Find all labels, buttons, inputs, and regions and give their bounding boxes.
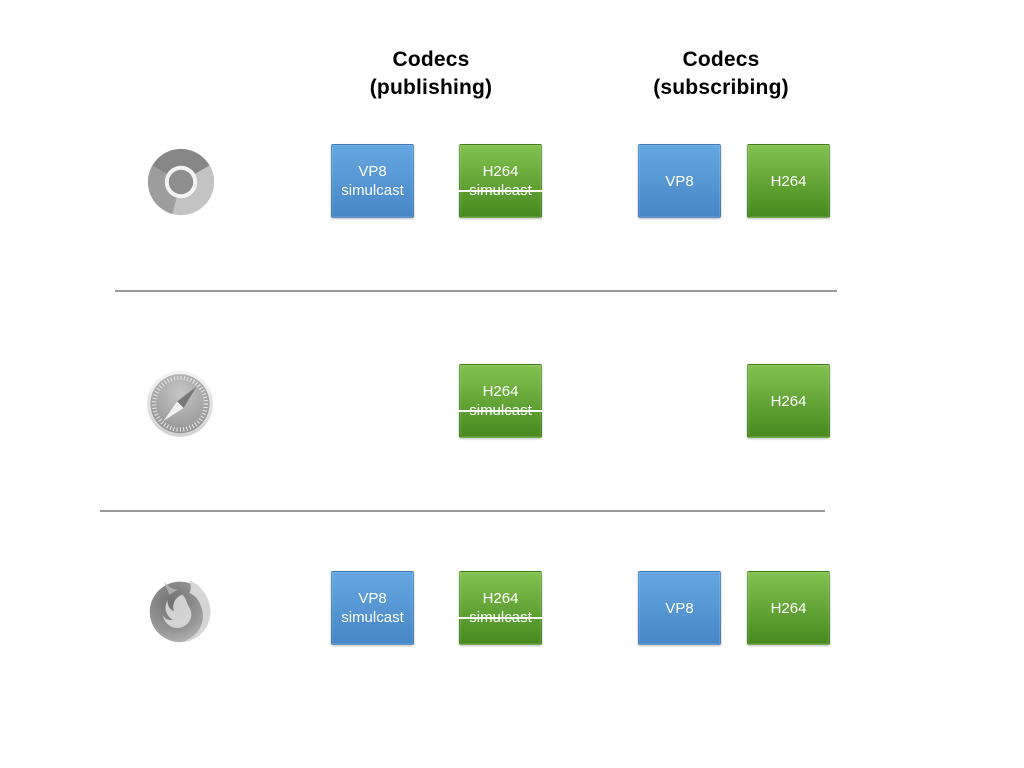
codec-box-firefox-publishing-vp8-simulcast: VP8 simulcast bbox=[331, 571, 414, 645]
safari-browser-icon bbox=[146, 370, 214, 437]
codec-box-chrome-publishing-h264-simulcast: H264 simulcast bbox=[456, 144, 545, 218]
codec-box-chrome-publishing-vp8-simulcast: VP8 simulcast bbox=[331, 144, 414, 218]
codec-box-chrome-subscribing-vp8: VP8 bbox=[638, 144, 721, 218]
strikethrough-line bbox=[456, 410, 545, 412]
codec-label: H264 bbox=[770, 172, 807, 190]
codec-label: H264 bbox=[482, 163, 519, 180]
codec-label: VP8 bbox=[665, 599, 694, 617]
column-header-subscribing: Codecs (subscribing) bbox=[606, 46, 836, 102]
row-divider-line bbox=[100, 510, 825, 512]
codec-label: VP8 bbox=[665, 172, 694, 190]
codec-label: simulcast bbox=[341, 182, 404, 199]
codec-box-safari-subscribing-h264: H264 bbox=[747, 364, 830, 438]
strikethrough-line bbox=[456, 190, 545, 192]
chrome-browser-icon bbox=[147, 148, 215, 216]
codec-label: H264 bbox=[482, 383, 519, 400]
codec-box-safari-publishing-h264-simulcast: H264 simulcast bbox=[456, 364, 545, 438]
header-publishing-line2: (publishing) bbox=[369, 76, 493, 99]
strikethrough-line bbox=[456, 617, 545, 619]
codec-box-firefox-subscribing-vp8: VP8 bbox=[638, 571, 721, 645]
column-header-publishing: Codecs (publishing) bbox=[316, 46, 546, 102]
codec-label: H264 bbox=[770, 599, 807, 617]
codec-label: VP8 bbox=[358, 590, 387, 607]
codec-box-firefox-publishing-h264-simulcast: H264 simulcast bbox=[456, 571, 545, 645]
codec-label: H264 bbox=[482, 590, 519, 607]
codec-box-chrome-subscribing-h264: H264 bbox=[747, 144, 830, 218]
codec-label: VP8 bbox=[358, 163, 387, 180]
codec-box-firefox-subscribing-h264: H264 bbox=[747, 571, 830, 645]
codec-label: H264 bbox=[770, 392, 807, 410]
header-subscribing-line1: Codecs bbox=[682, 48, 760, 71]
row-divider-line bbox=[115, 290, 837, 292]
firefox-browser-icon bbox=[149, 580, 211, 643]
header-publishing-line1: Codecs bbox=[392, 48, 470, 71]
codec-label: simulcast bbox=[341, 609, 404, 626]
header-subscribing-line2: (subscribing) bbox=[653, 76, 789, 99]
